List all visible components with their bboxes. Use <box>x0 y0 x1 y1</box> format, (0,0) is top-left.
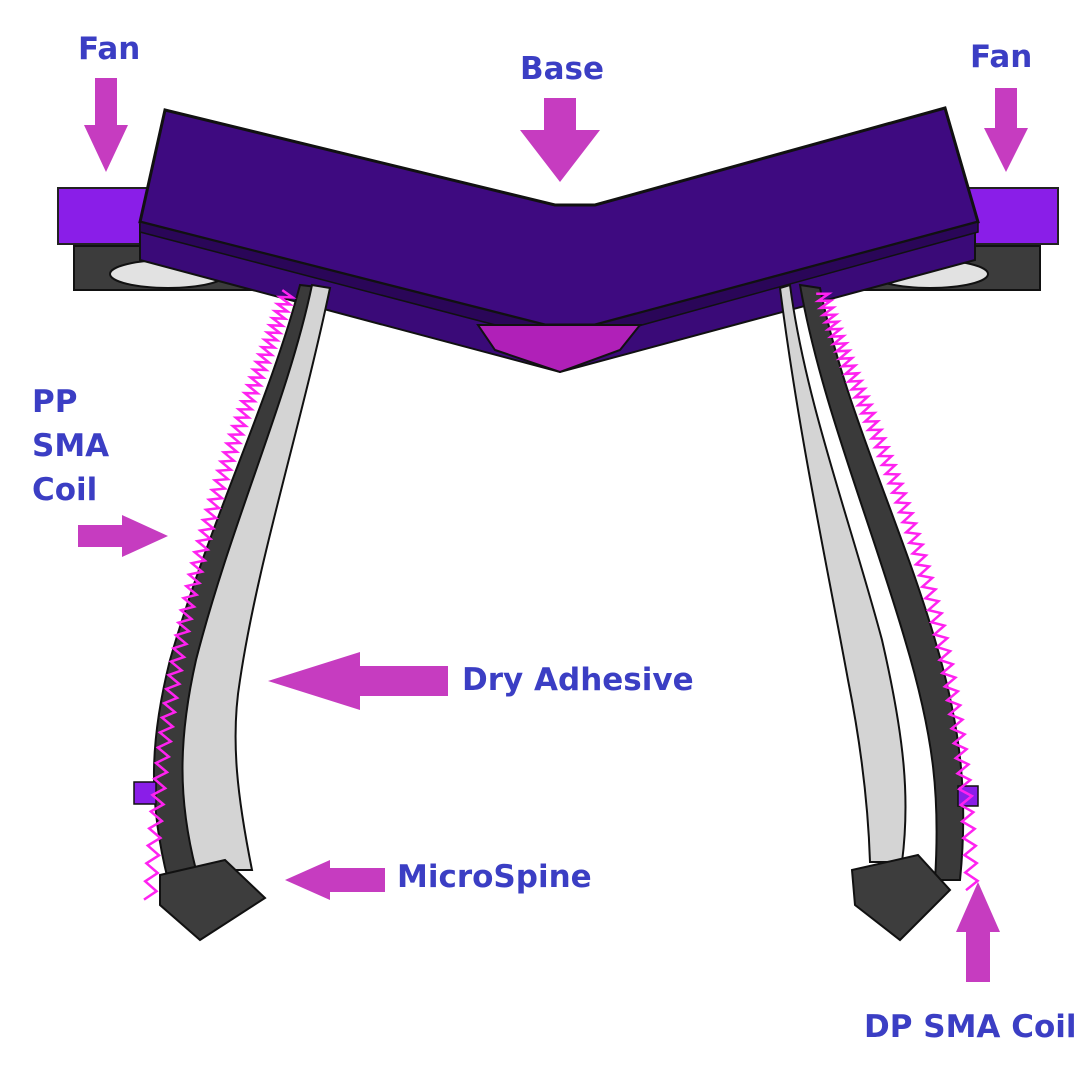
label-pp-sma-coil-line-1: PP <box>32 384 78 420</box>
arrow-dry-adhesive <box>268 652 448 710</box>
pp-sma-coil-left <box>143 289 297 901</box>
label-pp-sma-coil-line-3: Coil <box>32 472 98 508</box>
leg-right <box>778 283 980 942</box>
arrow-fan-left <box>84 78 128 172</box>
label-dry-adhesive: Dry Adhesive <box>462 662 694 698</box>
dp-sma-coil-right <box>814 292 980 892</box>
label-microspine: MicroSpine <box>397 859 592 895</box>
leg-left <box>133 283 332 942</box>
microspine-left <box>159 858 267 942</box>
label-fan-right: Fan <box>970 39 1033 75</box>
base-center-mount <box>476 324 643 374</box>
label-pp-sma-coil: PP SMA Coil <box>32 380 109 512</box>
pointer-arrows <box>78 78 1028 982</box>
label-base: Base <box>520 51 605 87</box>
arrow-microspine <box>285 860 385 900</box>
arrow-dp-sma-coil <box>956 882 1000 982</box>
dry-adhesive-pad-left <box>181 283 332 871</box>
leg-right-backing <box>798 283 965 881</box>
arrow-base <box>520 98 600 182</box>
arrow-fan-right <box>984 88 1028 172</box>
microspine-right <box>850 853 952 942</box>
coil-anchor-left <box>133 781 157 805</box>
label-pp-sma-coil-line-2: SMA <box>32 428 110 464</box>
arrow-pp-sma-coil <box>78 515 168 557</box>
label-fan-left: Fan <box>78 31 141 67</box>
label-dp-sma-coil: DP SMA Coil <box>864 1009 1077 1045</box>
